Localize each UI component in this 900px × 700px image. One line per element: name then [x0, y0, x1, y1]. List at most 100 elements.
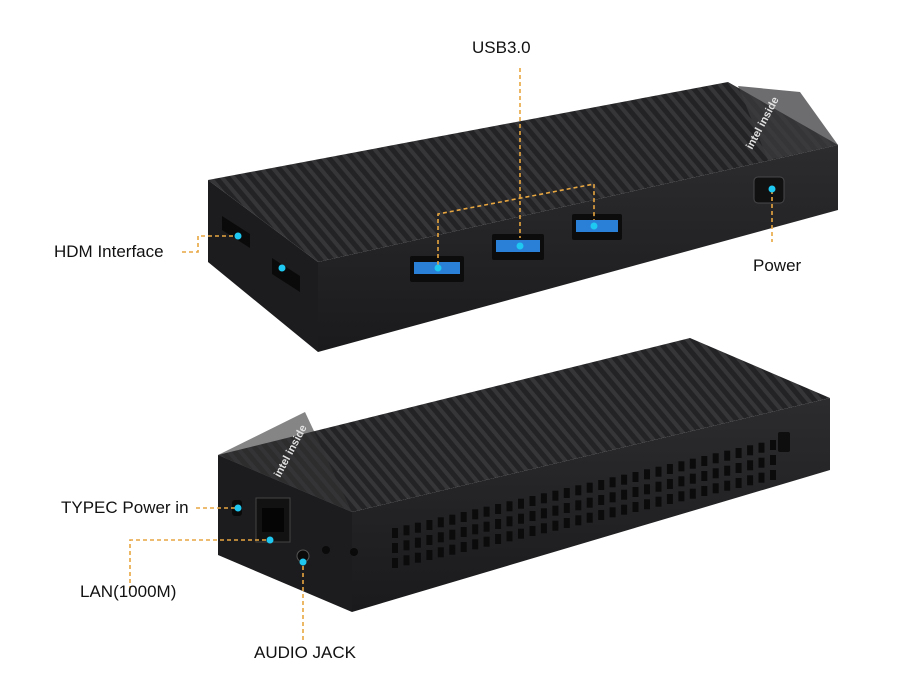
vent-slot — [518, 528, 524, 539]
typec-label: TYPEC Power in — [61, 498, 189, 517]
device-top-surface — [208, 82, 838, 262]
vent-slot — [747, 475, 754, 486]
vent-slot — [483, 536, 490, 547]
vent-slot — [758, 442, 765, 453]
vent-slot — [598, 510, 605, 520]
vent-slot — [392, 528, 398, 538]
vent-slot — [437, 547, 444, 558]
vent-slot — [586, 497, 593, 508]
vent-slot — [689, 488, 696, 499]
vent-slot — [655, 496, 662, 507]
vent-slot — [712, 468, 719, 479]
vent-slot — [483, 506, 490, 517]
vent-slot — [552, 520, 559, 531]
vent-slot — [506, 501, 513, 512]
vent-slot — [609, 492, 616, 503]
vent-slot — [609, 477, 616, 488]
hdmi-callout-line — [182, 235, 238, 253]
vent-slot — [689, 458, 696, 469]
vent-slot — [609, 507, 616, 518]
vent-slot — [472, 509, 479, 520]
vent-slot — [701, 471, 708, 481]
vent-slot — [644, 484, 650, 495]
hdmi-dot-2 — [278, 264, 286, 272]
vent-slot — [506, 516, 513, 527]
vent-slot — [770, 470, 776, 480]
vent-slot — [632, 502, 639, 512]
vent-slot — [701, 456, 708, 466]
device-bottom-view: intel inside — [218, 338, 830, 612]
typec-dot — [234, 504, 242, 512]
hdmi-port-1 — [222, 216, 250, 248]
vent-slot — [414, 552, 421, 563]
usb-dot-3 — [590, 222, 598, 230]
vent-slot — [540, 508, 547, 519]
side-hole-2 — [350, 548, 358, 556]
vent-slot — [598, 480, 605, 490]
vent-slot — [506, 531, 513, 542]
vent-slot — [655, 466, 662, 477]
vent-slot — [483, 521, 490, 532]
vent-slot — [472, 524, 479, 535]
vent-slot — [403, 540, 410, 551]
vent-slot — [529, 526, 536, 536]
vent-slot — [735, 448, 742, 458]
vent-slot — [449, 514, 456, 525]
device-glossy-corner — [738, 86, 838, 160]
vent-slot — [678, 461, 685, 472]
device-bottom-top-surface — [218, 338, 830, 512]
vent-slot — [770, 455, 776, 465]
vent-slot — [563, 518, 570, 528]
usb-dot-1 — [434, 264, 442, 272]
hdmi-label: HDM Interface — [54, 242, 164, 261]
vent-slot — [621, 474, 628, 485]
vent-slot — [621, 504, 628, 515]
power-dot — [768, 185, 776, 193]
vent-slot — [747, 460, 754, 471]
usb-label: USB3.0 — [472, 38, 531, 57]
vent-slot — [712, 453, 719, 464]
vent-slot — [495, 519, 502, 529]
lan-label: LAN(1000M) — [80, 582, 177, 601]
vent-slot — [666, 494, 673, 504]
vent-slot — [701, 486, 708, 496]
vent-slot — [460, 542, 467, 552]
side-hole-1 — [322, 546, 330, 554]
vent-slot — [529, 496, 536, 506]
vent-slot — [437, 517, 444, 528]
device-left-face — [208, 180, 318, 352]
vent-slot — [552, 505, 559, 516]
vent-slot — [426, 535, 433, 545]
vent-slot — [460, 527, 467, 537]
vent-slot — [735, 478, 742, 488]
device-front-face — [318, 145, 838, 352]
vent-slot — [575, 515, 582, 526]
vent-slot — [495, 534, 502, 544]
vent-slot — [552, 490, 559, 501]
side-slot — [778, 432, 790, 452]
vent-slot — [403, 555, 410, 566]
callout-lines — [129, 68, 773, 640]
vent-slot — [426, 550, 433, 560]
vent-slot — [414, 537, 421, 548]
vent-slot — [414, 522, 421, 533]
vent-slot — [632, 487, 639, 497]
lan-dot — [266, 536, 274, 544]
vent-slot — [449, 529, 456, 540]
vent-slot — [586, 482, 593, 493]
vent-slot — [598, 495, 605, 505]
vent-slot — [529, 511, 536, 521]
vent-slot — [540, 523, 547, 534]
vent-slot — [495, 504, 502, 514]
vent-slot — [472, 539, 479, 550]
vent-slot — [724, 450, 731, 461]
vent-slot — [758, 472, 765, 483]
vent-grille — [392, 440, 776, 568]
vent-slot — [575, 485, 582, 496]
audio-label: AUDIO JACK — [254, 643, 357, 662]
vent-slot — [392, 543, 398, 553]
vent-slot — [666, 464, 673, 474]
vent-slot — [632, 472, 639, 482]
vent-slot — [403, 525, 410, 536]
